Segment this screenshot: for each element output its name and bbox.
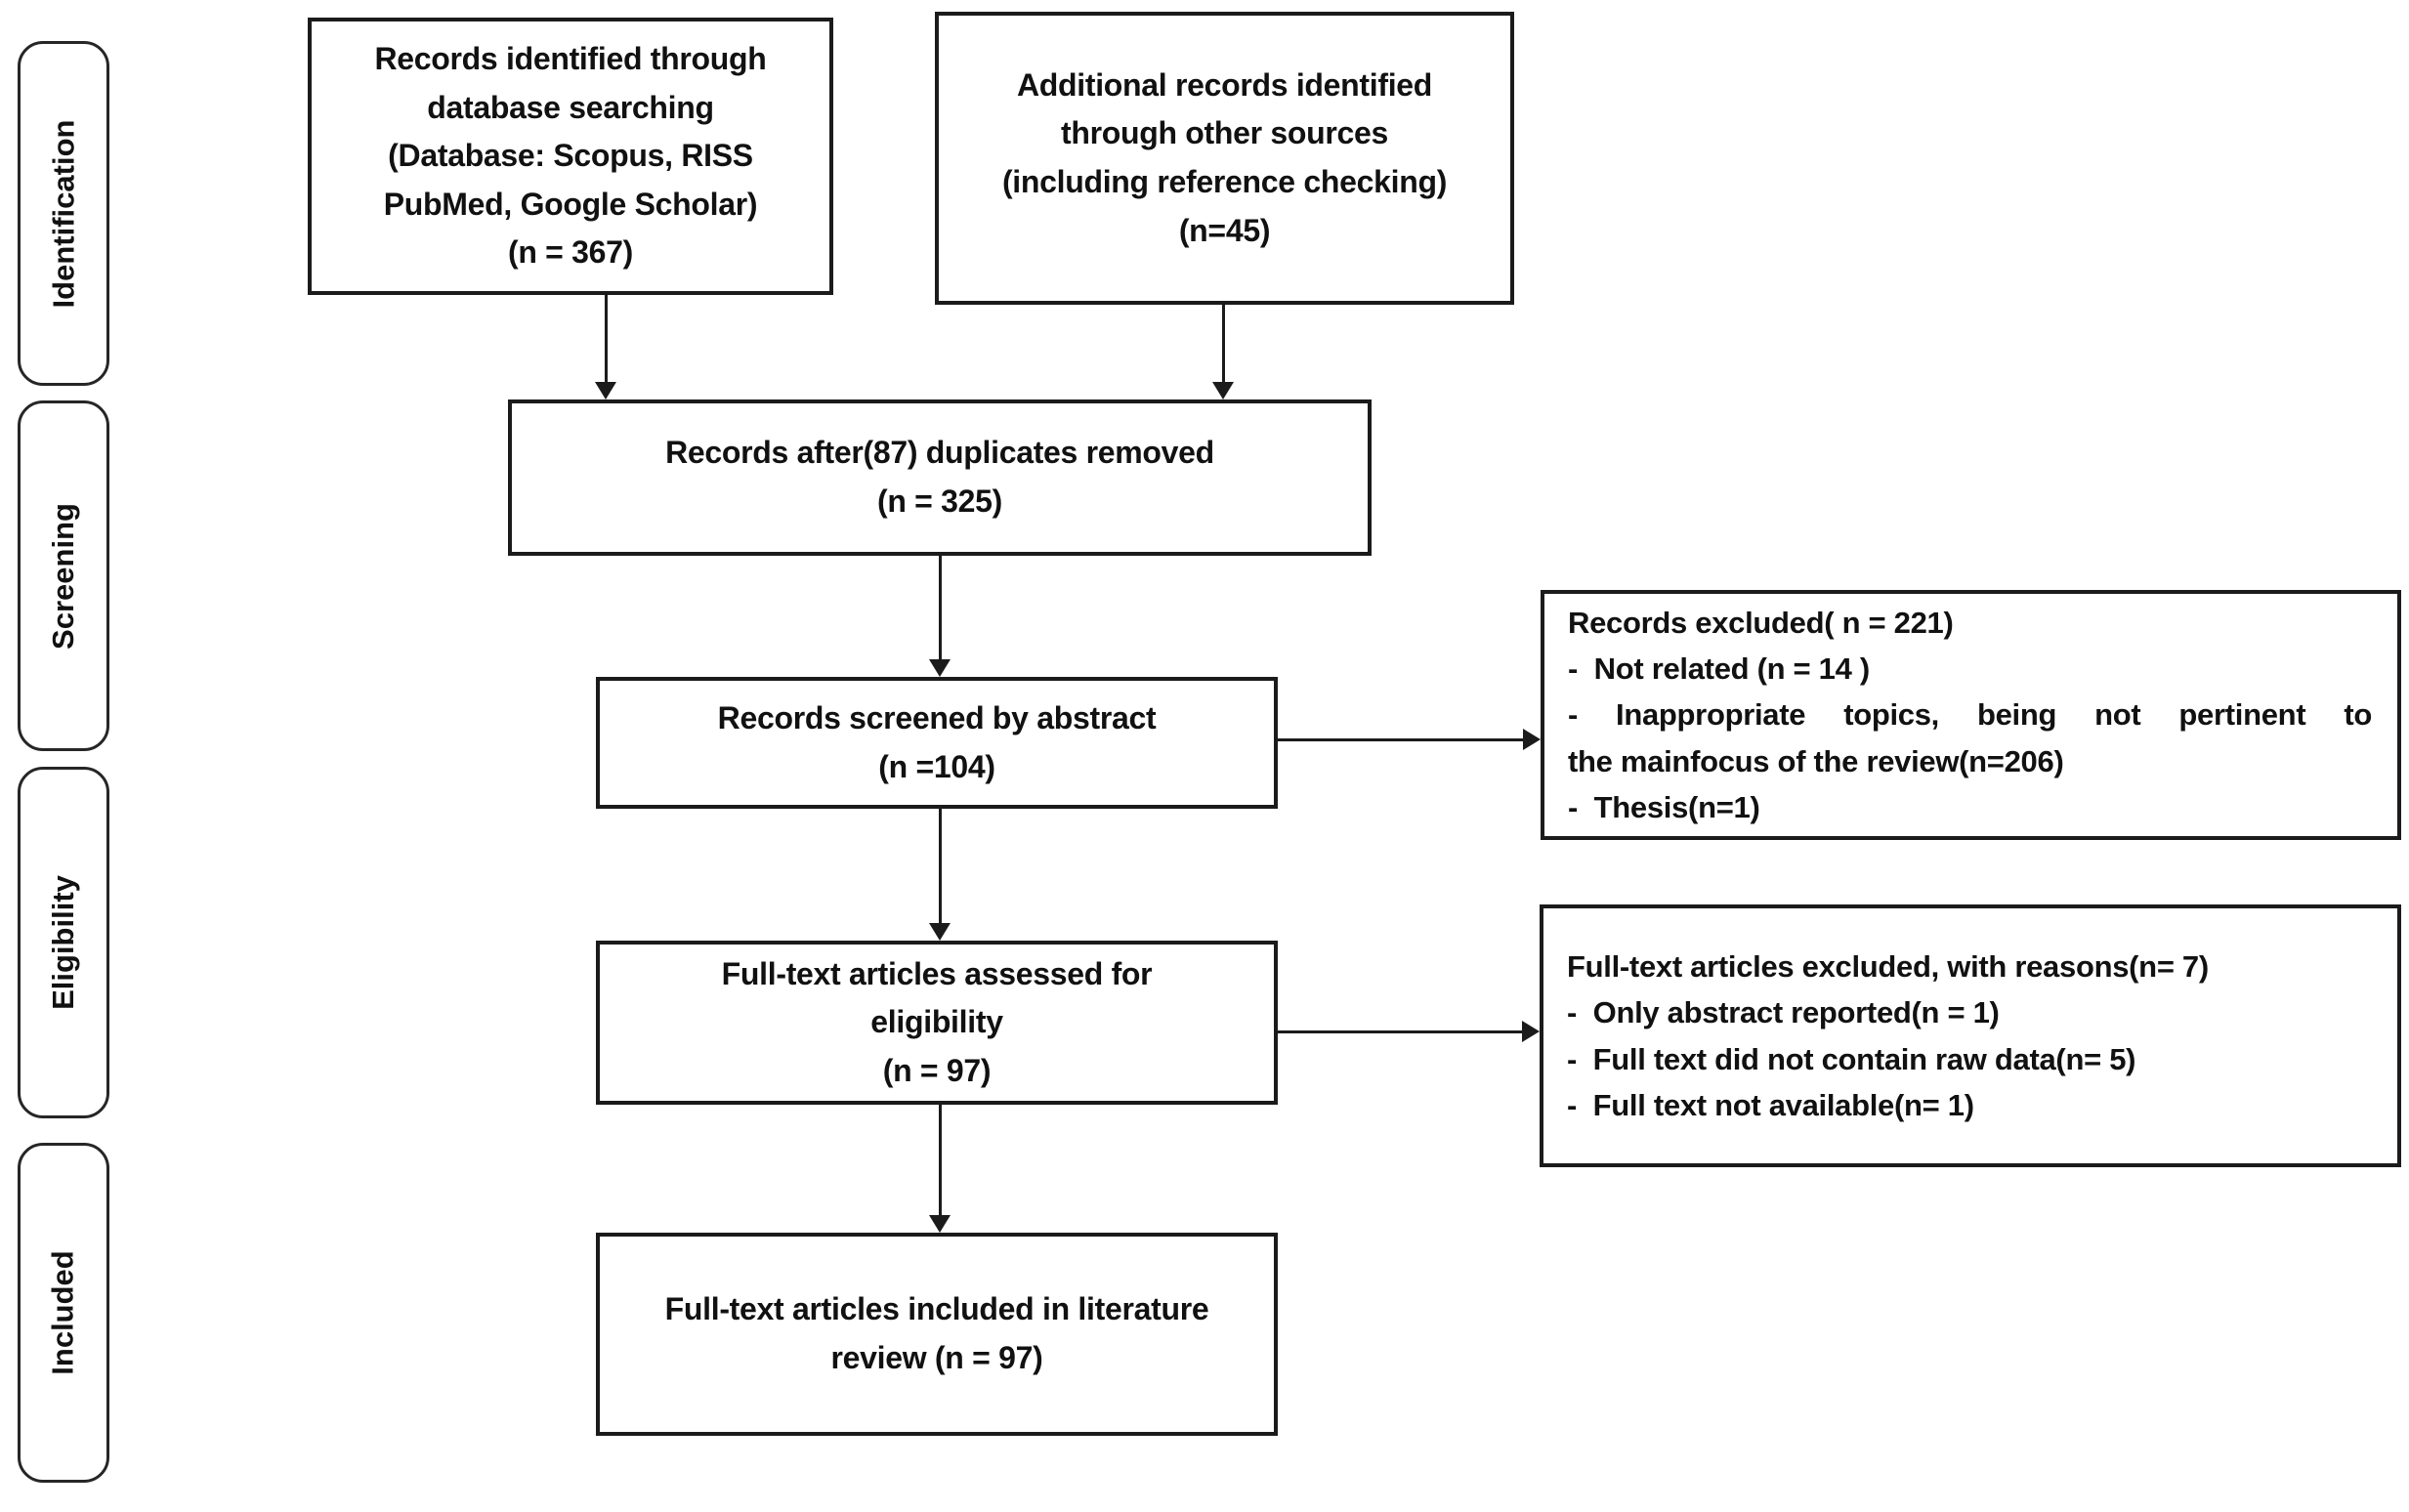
box-additional-records: Additional records identified through ot… — [935, 12, 1514, 305]
arrow-dedup-to-screened — [927, 556, 952, 677]
box-line: Additional records identified — [1016, 66, 1433, 103]
arrow-additional-to-dedup — [1210, 305, 1236, 399]
stage-box-identification: Identification — [18, 41, 109, 386]
box-count: (n = 325) — [876, 483, 1003, 519]
arrow-identified-to-dedup — [593, 295, 618, 399]
box-line: through other sources — [1060, 115, 1389, 151]
arrow-shaft — [1278, 1029, 1522, 1033]
arrow-shaft — [938, 809, 942, 923]
box-records-excluded: Records excluded( n = 221) - Not related… — [1541, 590, 2401, 840]
arrow-right-icon — [1522, 1021, 1540, 1042]
arrow-shaft — [938, 1105, 942, 1215]
box-line: Full-text articles assessed for — [721, 955, 1153, 991]
box-count: (n=45) — [1178, 212, 1271, 248]
arrow-shaft — [604, 295, 608, 382]
exclusion-title: Records excluded( n = 221) — [1568, 606, 1954, 641]
exclusion-title: Full-text articles excluded, with reason… — [1567, 949, 2209, 985]
exclusion-reason: - Thesis(n=1) — [1568, 789, 1760, 824]
arrow-down-icon — [929, 1215, 951, 1233]
exclusion-reason: - Only abstract reported(n = 1) — [1567, 995, 2000, 1030]
exclusion-reason: - Full text did not contain raw data(n= … — [1567, 1041, 2136, 1076]
arrow-screened-to-assessed — [927, 809, 952, 941]
arrow-shaft — [938, 556, 942, 659]
arrow-screened-to-excluded — [1278, 727, 1541, 752]
box-line: eligibility — [870, 1004, 1003, 1040]
box-count: (n = 367) — [507, 234, 634, 271]
exclusion-reason-continued: the mainfocus of the review(n=206) — [1568, 743, 2064, 778]
box-records-identified: Records identified through database sear… — [308, 18, 833, 295]
arrow-down-icon — [595, 382, 616, 399]
arrow-assessed-to-included — [927, 1105, 952, 1233]
box-line: (Database: Scopus, RISS — [388, 138, 753, 174]
box-duplicates-removed: Records after(87) duplicates removed (n … — [508, 399, 1372, 556]
box-count: review (n = 97) — [830, 1340, 1043, 1375]
stage-box-included: Included — [18, 1143, 109, 1483]
arrow-right-icon — [1523, 729, 1541, 750]
box-count: (n =104) — [878, 748, 995, 784]
box-line: Full-text articles included in literatur… — [664, 1291, 1209, 1327]
box-line: (including reference checking) — [1001, 164, 1448, 199]
arrow-assessed-to-fulltext-excluded — [1278, 1019, 1540, 1044]
box-records-screened: Records screened by abstract (n =104) — [596, 677, 1278, 809]
arrow-down-icon — [929, 923, 951, 941]
stage-label-screening: Screening — [46, 502, 81, 650]
exclusion-reason: - Inappropriate topics, being not pertin… — [1568, 697, 2372, 733]
stage-box-eligibility: Eligibility — [18, 767, 109, 1118]
arrow-down-icon — [929, 659, 951, 677]
box-count: (n = 97) — [882, 1052, 992, 1088]
arrow-down-icon — [1212, 382, 1234, 399]
box-line: Records after(87) duplicates removed — [665, 435, 1214, 471]
box-line: database searching — [427, 89, 714, 125]
stage-label-included: Included — [46, 1250, 81, 1375]
box-fulltext-included: Full-text articles included in literatur… — [596, 1233, 1278, 1436]
exclusion-reason: - Not related (n = 14 ) — [1568, 651, 1870, 687]
exclusion-reason: - Full text not available(n= 1) — [1567, 1087, 1974, 1122]
box-line: Records screened by abstract — [717, 699, 1157, 735]
box-fulltext-excluded: Full-text articles excluded, with reason… — [1540, 904, 2401, 1167]
arrow-shaft — [1221, 305, 1225, 382]
box-line: Records identified through — [374, 41, 767, 77]
stage-label-eligibility: Eligibility — [46, 875, 81, 1010]
arrow-shaft — [1278, 737, 1523, 741]
stage-label-identification: Identification — [46, 119, 81, 308]
box-line: PubMed, Google Scholar) — [383, 186, 758, 222]
stage-box-screening: Screening — [18, 400, 109, 751]
box-fulltext-assessed: Full-text articles assessed for eligibil… — [596, 941, 1278, 1105]
